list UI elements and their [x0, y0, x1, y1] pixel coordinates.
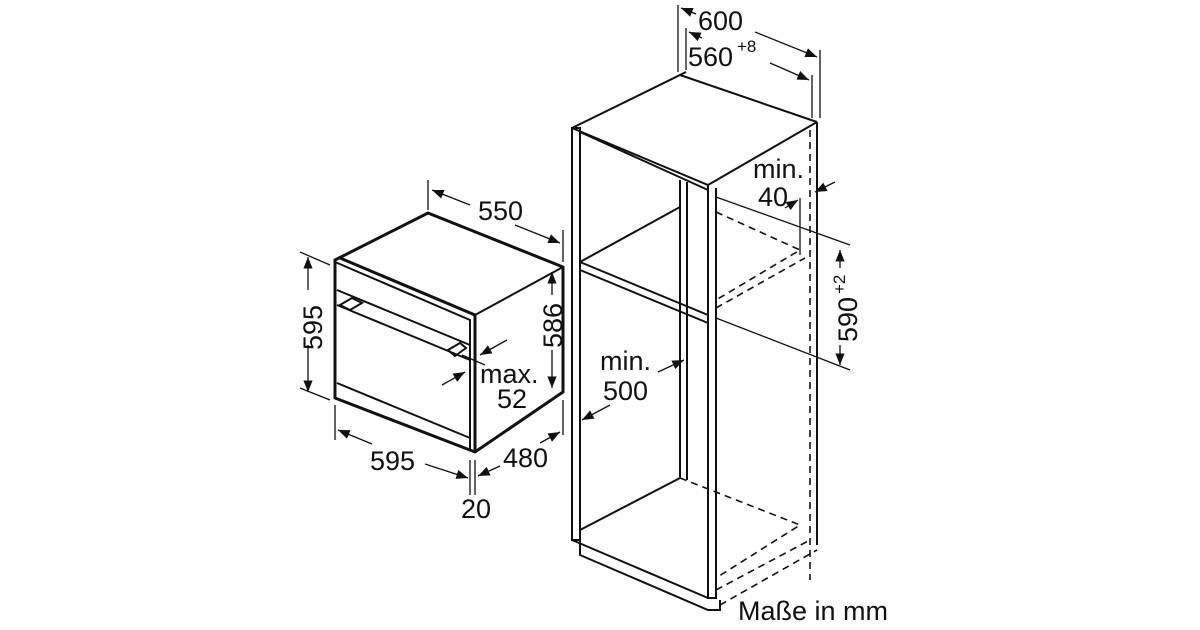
- depth-value-label: 500: [603, 376, 648, 406]
- niche-height-tolerance: +2: [830, 275, 849, 294]
- oven-inner-height-label: 586: [538, 303, 568, 348]
- cabinet-dimensions: [581, 5, 851, 421]
- handle-left-bracket: [337, 296, 365, 312]
- front-thickness-label: 20: [461, 494, 491, 524]
- oven-dimensions: [299, 180, 564, 495]
- niche-height-label: 590: [833, 297, 863, 342]
- cabinet-labels: 600 560 +8 min. 40 590 +2 min. 500: [600, 6, 863, 406]
- gap-value-label: 40: [758, 182, 788, 212]
- cabinet-drawing: [571, 71, 818, 611]
- depth-min-label: min.: [600, 346, 651, 376]
- handle-right-bracket: [446, 341, 468, 358]
- oven-labels: 550 595 586 max. 52 595 480 20: [298, 196, 568, 524]
- oven-width-label: 595: [370, 446, 415, 476]
- inner-width-tolerance: +8: [737, 37, 756, 56]
- oven-height-label: 595: [298, 305, 328, 350]
- outer-width-label: 600: [698, 6, 743, 36]
- handle-max-label: max.: [480, 359, 539, 389]
- oven-depth-label: 550: [478, 196, 523, 226]
- oven-drawing: [333, 211, 565, 454]
- gap-min-label: min.: [753, 154, 804, 184]
- units-note: Maße in mm: [738, 596, 888, 626]
- inner-width-label: 560: [688, 42, 733, 72]
- oven-body-depth-label: 480: [503, 443, 548, 473]
- handle-value-label: 52: [497, 384, 527, 414]
